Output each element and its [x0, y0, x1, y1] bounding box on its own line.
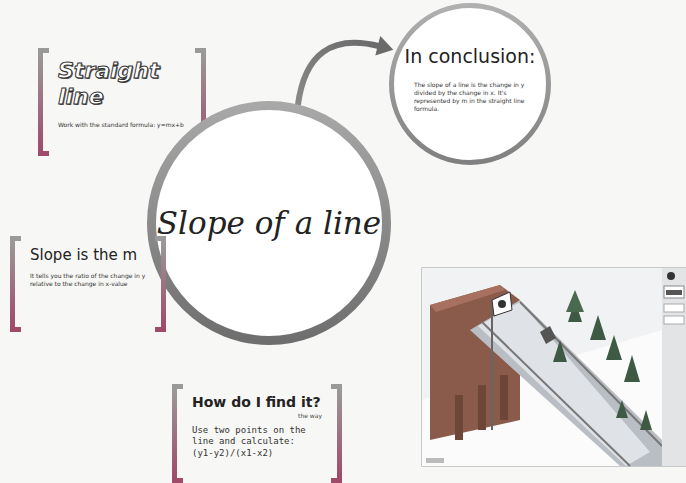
node-heading: Slope is the m [30, 246, 146, 264]
node-heading: Straight line [58, 58, 186, 111]
right-bracket [331, 384, 342, 483]
arrowhead [375, 36, 393, 55]
bracket-box: How do I find it?the wayUse two points o… [172, 384, 342, 483]
node-body: Work with the standard formula: y=mx+b [58, 121, 186, 129]
arrow-shaft [298, 43, 380, 106]
node-body: Use two points on the line and calculate… [192, 425, 322, 460]
left-bracket [38, 48, 49, 156]
node-body: the way [192, 412, 322, 419]
screenshot [422, 268, 686, 466]
node-heading: Slope of a line [157, 205, 381, 241]
left-bracket [172, 384, 183, 483]
topic-circle: Slope of a line [146, 100, 392, 346]
right-bracket [155, 236, 166, 332]
curved-arrow [298, 36, 393, 105]
topic-circle: In conclusion: The slope of a line is the… [388, 2, 552, 166]
node-heading: How do I find it? [192, 394, 322, 411]
node-body: It tells you the ratio of the change in … [30, 272, 146, 288]
node-body: The slope of a line is the change in y d… [414, 81, 526, 112]
node-heading: In conclusion: [405, 45, 536, 67]
bracket-box: Slope is the m It tells you the ratio of … [10, 236, 166, 332]
left-bracket [10, 236, 21, 332]
